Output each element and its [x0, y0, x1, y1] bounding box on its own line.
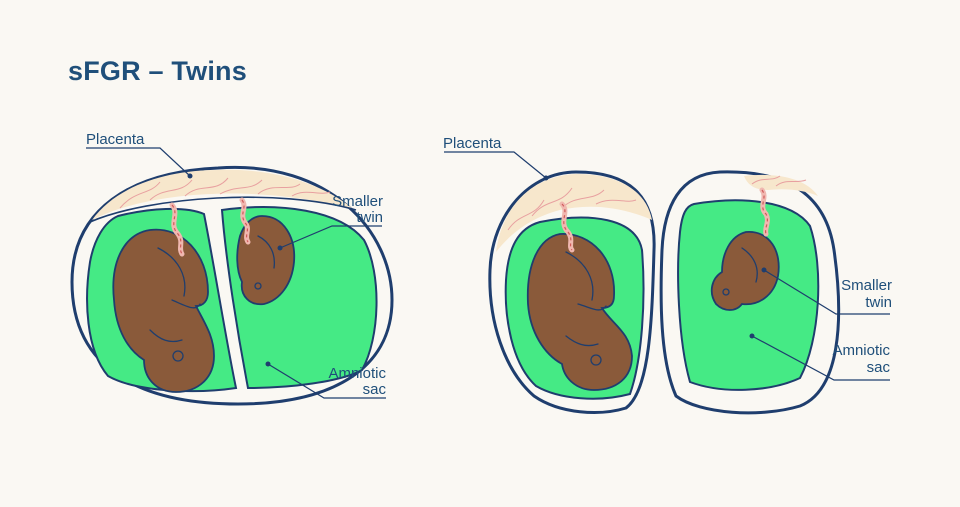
left-outer-membrane — [70, 165, 394, 406]
right-smaller-twin-label-line2: twin — [865, 294, 892, 311]
right-right-placenta-vessels — [751, 175, 807, 187]
right-left-outer-membrane — [488, 170, 656, 414]
left-placenta — [92, 169, 352, 220]
left-inner-membrane — [89, 196, 357, 223]
left-smaller-twin-label-line1: Smaller — [332, 193, 383, 210]
right-small-fetus — [710, 231, 780, 311]
right-large-fetus — [526, 233, 633, 391]
right-separate-placentas-diagram: Placenta Smaller twin Amniotic sac — [443, 135, 892, 415]
left-placenta-label: Placenta — [86, 131, 145, 148]
left-large-fetus — [112, 228, 215, 393]
left-shared-placenta-diagram: Placenta Smaller twin Amniotic sac — [70, 131, 394, 406]
left-amniotic-sac-label-line2: sac — [363, 381, 387, 398]
right-right-placenta — [744, 174, 818, 196]
right-amniotic-sac-label-line2: sac — [867, 359, 891, 376]
left-smaller-twin-label-line2: twin — [356, 209, 383, 226]
left-amniotic-sac-label-line1: Amniotic — [328, 365, 386, 382]
right-left-placenta — [496, 174, 652, 252]
left-small-fetus — [236, 215, 296, 306]
right-amniotic-sac-label-line1: Amniotic — [832, 342, 890, 359]
left-placenta-vessels — [119, 177, 331, 209]
right-placenta-label: Placenta — [443, 135, 502, 152]
right-right-outer-membrane — [659, 170, 841, 415]
page-title: sFGR – Twins — [68, 56, 247, 86]
right-smaller-twin-label-line1: Smaller — [841, 277, 892, 294]
